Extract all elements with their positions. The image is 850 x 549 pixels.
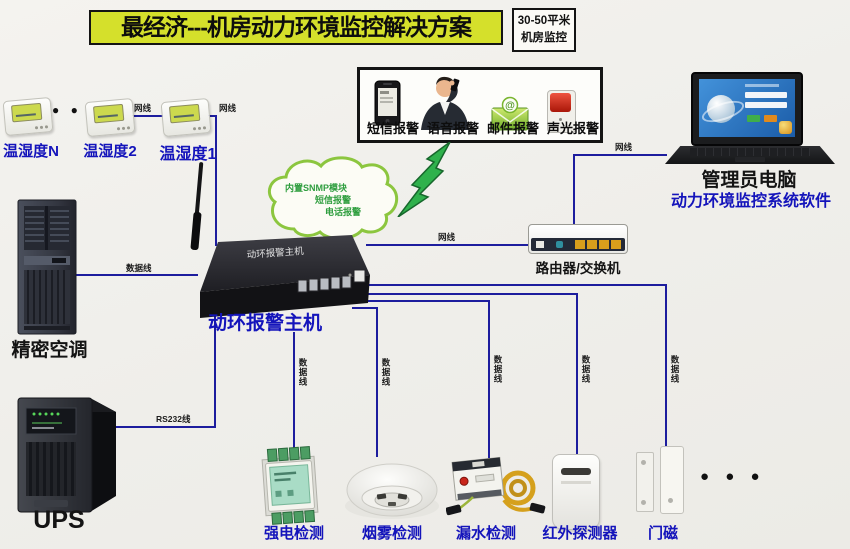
- lightning-icon: [397, 142, 451, 217]
- water-leak-detector-device: [446, 456, 546, 516]
- login-field: [745, 92, 787, 98]
- email-icon: @: [491, 96, 529, 131]
- login-ok-button: [747, 115, 760, 122]
- cable-ups-host-h: [106, 426, 216, 428]
- aircon-device: [17, 199, 77, 335]
- cable-label-data-v: 数据线: [670, 355, 680, 384]
- door-magnet-device: [636, 446, 686, 516]
- cable-label-data-v: 数据线: [493, 355, 503, 384]
- ups-label: UPS: [33, 506, 85, 534]
- sensor-lcd: [168, 103, 201, 124]
- globe-graphic: [707, 95, 735, 123]
- sms-phone-icon: [374, 80, 401, 126]
- cable-host-smoke-v: [376, 307, 378, 457]
- infrared-detector-label: 红外探测器: [542, 525, 618, 542]
- detector-chain-ellipsis: ● ● ●: [700, 468, 766, 485]
- cable-label-network: 网线: [615, 142, 633, 152]
- alarm-host-device: 动环报警主机: [190, 162, 370, 318]
- alert-methods-panel: @ 短信报警 语音报警 邮件报警 声光报警: [357, 67, 603, 143]
- router-lan-ports: [575, 240, 621, 249]
- smoke-detector-device: [345, 463, 439, 519]
- pir-window: [561, 468, 591, 475]
- power-detector-label: 强电检测: [263, 525, 324, 542]
- cloud-line2: 短信报警: [315, 195, 352, 205]
- cable-router-laptop-v: [573, 155, 575, 227]
- laptop-touchpad: [735, 157, 765, 162]
- water-leak-detector-label: 漏水检测: [455, 525, 516, 542]
- cable-sensor1-host-h: [204, 115, 217, 117]
- cable-host-infrared-v: [576, 293, 578, 455]
- smoke-detector-label: 烟雾检测: [361, 525, 422, 542]
- router-device: [528, 224, 628, 254]
- temp-humidity-sensor-1: [160, 97, 212, 138]
- router-port: [536, 241, 544, 248]
- router-led: [556, 241, 563, 248]
- laptop-keyboard: [690, 148, 810, 156]
- cable-host-door-h: [364, 284, 667, 286]
- alert-voice-label: 语音报警: [426, 121, 479, 136]
- cloud-line3: 电话报警: [325, 207, 362, 217]
- area-note: 30-50平米 机房监控: [512, 8, 576, 52]
- host-ports: [297, 269, 366, 293]
- voice-person-icon: [421, 76, 469, 130]
- cable-label-data-v: 数据线: [298, 358, 308, 387]
- host-top-print: 动环报警主机: [246, 245, 304, 261]
- cable-label-network: 网线: [438, 232, 456, 242]
- cable-aircon-host: [72, 274, 198, 276]
- cable-host-infrared-h: [360, 293, 578, 295]
- cable-host-water-v: [488, 300, 490, 458]
- alarm-host-label: 动环报警主机: [208, 313, 323, 334]
- sensor-lcd: [10, 102, 43, 123]
- sensor-2-label: 温湿度2: [83, 143, 137, 160]
- siren-icon: [547, 90, 576, 133]
- login-cancel-button: [764, 115, 777, 122]
- cable-sensor1-host-v: [215, 115, 217, 246]
- cable-host-door-v: [665, 284, 667, 449]
- sensor-lcd: [92, 103, 125, 124]
- shield-icon: [779, 121, 792, 134]
- router-label: 路由器/交换机: [535, 261, 621, 276]
- cable-ups-host-v: [214, 314, 216, 428]
- alert-email-label: 邮件报警: [486, 121, 539, 136]
- laptop-screen: [699, 79, 795, 137]
- at-glyph: @: [505, 101, 515, 112]
- alert-sms-label: 短信报警: [366, 121, 419, 136]
- cable-label-data-v: 数据线: [381, 358, 391, 387]
- infrared-detector-device: [552, 454, 600, 530]
- login-field: [745, 102, 787, 108]
- cable-label-network: 网线: [134, 103, 152, 113]
- alert-sound-light-label: 声光报警: [546, 121, 599, 136]
- temp-humidity-sensor-n: [2, 96, 54, 137]
- area-note-line2: 机房监控: [521, 32, 567, 44]
- cable-host-router: [366, 244, 533, 246]
- ups-device: [17, 397, 116, 513]
- sensor-1-label: 温湿度1: [159, 146, 217, 163]
- cable-label-network: 网线: [219, 103, 237, 113]
- cable-label-data-v: 数据线: [581, 355, 591, 384]
- cable-sensor2-sensor1: [130, 115, 164, 117]
- cable-host-smoke-h: [352, 307, 378, 309]
- power-detector-device: [261, 446, 319, 525]
- sensor-n-label: 温湿度N: [3, 143, 59, 160]
- cable-label-data: 数据线: [126, 263, 152, 273]
- area-note-line1: 30-50平米: [517, 14, 571, 27]
- cable-label-rs232: RS232线: [156, 414, 191, 424]
- door-magnet-label: 门磁: [647, 525, 678, 542]
- monitoring-software-label: 动力环境监控系统软件: [670, 193, 831, 210]
- cloud-line1: 内置SNMP模块: [285, 183, 348, 193]
- temp-humidity-sensor-2: [84, 97, 136, 138]
- aircon-label: 精密空调: [11, 340, 88, 361]
- cable-host-power-detector: [293, 332, 295, 448]
- diagram-title: 最经济---机房动力环境监控解决方案: [89, 10, 503, 45]
- admin-laptop-label: 管理员电脑: [701, 170, 797, 191]
- cable-host-water-h: [356, 300, 490, 302]
- admin-laptop: [665, 70, 835, 166]
- cable-router-laptop-h: [573, 154, 667, 156]
